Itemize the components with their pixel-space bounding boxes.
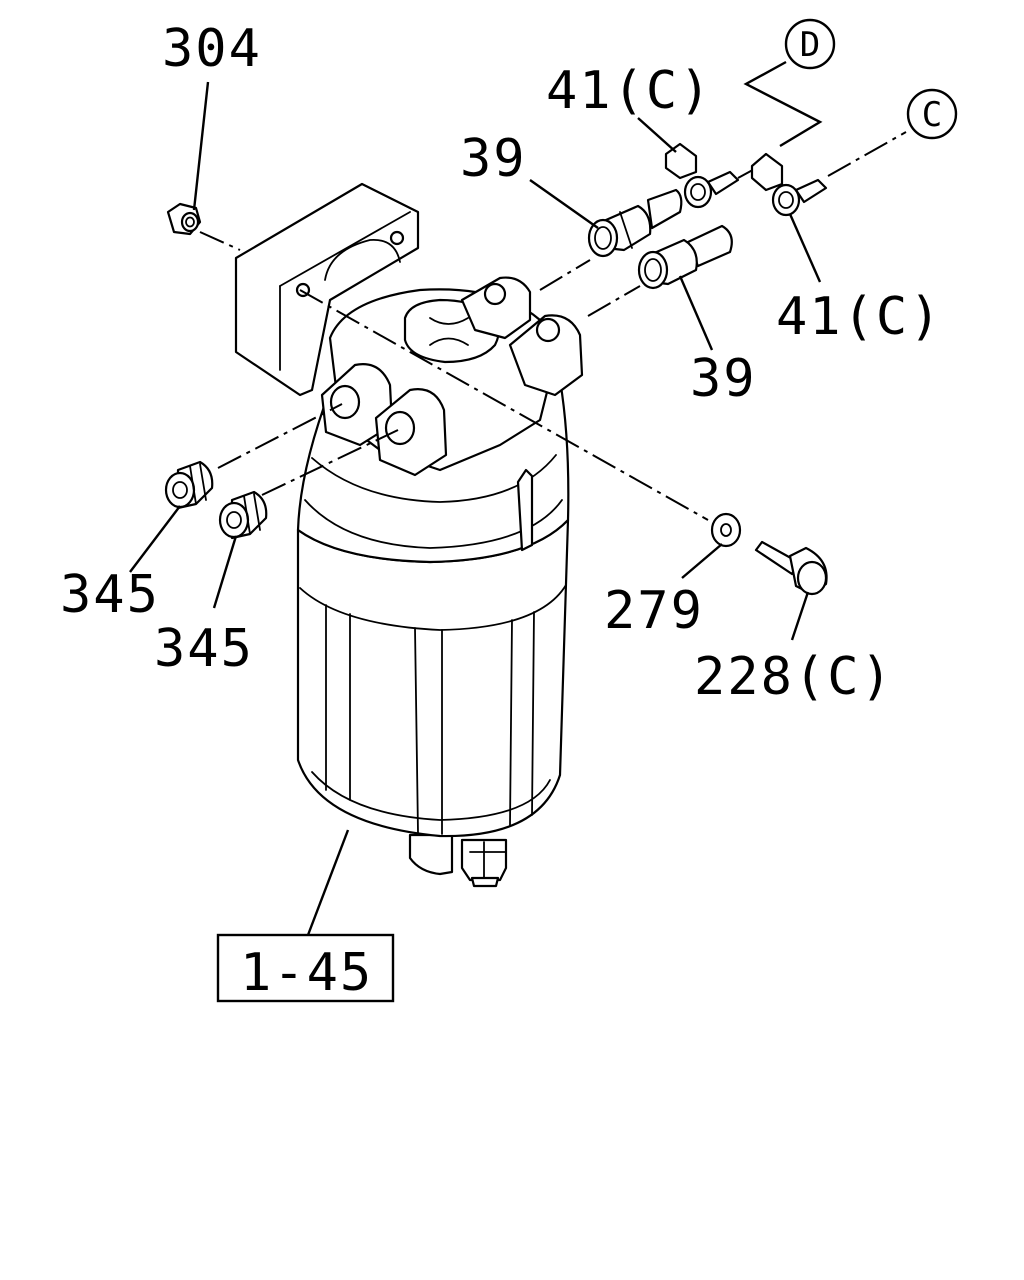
label-345-left: 345	[60, 565, 160, 625]
plug-345-left	[164, 460, 214, 510]
bolt-228	[754, 540, 828, 596]
label-228c: 228(C)	[694, 647, 894, 707]
hose-clip-41-lower	[750, 152, 828, 217]
hose-fitting-39-lower	[637, 224, 733, 290]
label-39-lower: 39	[690, 349, 757, 409]
label-304: 304	[162, 19, 262, 79]
label-41c-upper: 41(C)	[546, 61, 713, 121]
label-345-right: 345	[154, 619, 254, 679]
hose-fitting-39-upper	[587, 188, 683, 258]
svg-text:C: C	[922, 95, 942, 135]
label-39-upper: 39	[460, 129, 527, 189]
reference-marker-d: D	[784, 18, 836, 70]
reference-marker-c: C	[906, 88, 958, 140]
label-1-45-box: 1-45	[216, 933, 395, 1003]
bowl-ribs	[299, 584, 567, 835]
svg-text:D: D	[800, 25, 820, 65]
drain-fittings	[408, 833, 508, 888]
flange-nut-304	[166, 202, 202, 236]
label-279: 279	[604, 581, 704, 641]
washer-279	[710, 512, 742, 548]
mounting-bracket	[234, 182, 420, 397]
label-1-45: 1-45	[240, 943, 373, 1003]
label-41c-lower: 41(C)	[776, 287, 943, 347]
filter-bowl	[296, 518, 570, 838]
leader-lines	[129, 60, 823, 936]
plug-345-right	[218, 490, 268, 540]
hose-clip-41-upper	[664, 142, 740, 209]
fuel-filter-assembly	[234, 182, 584, 888]
